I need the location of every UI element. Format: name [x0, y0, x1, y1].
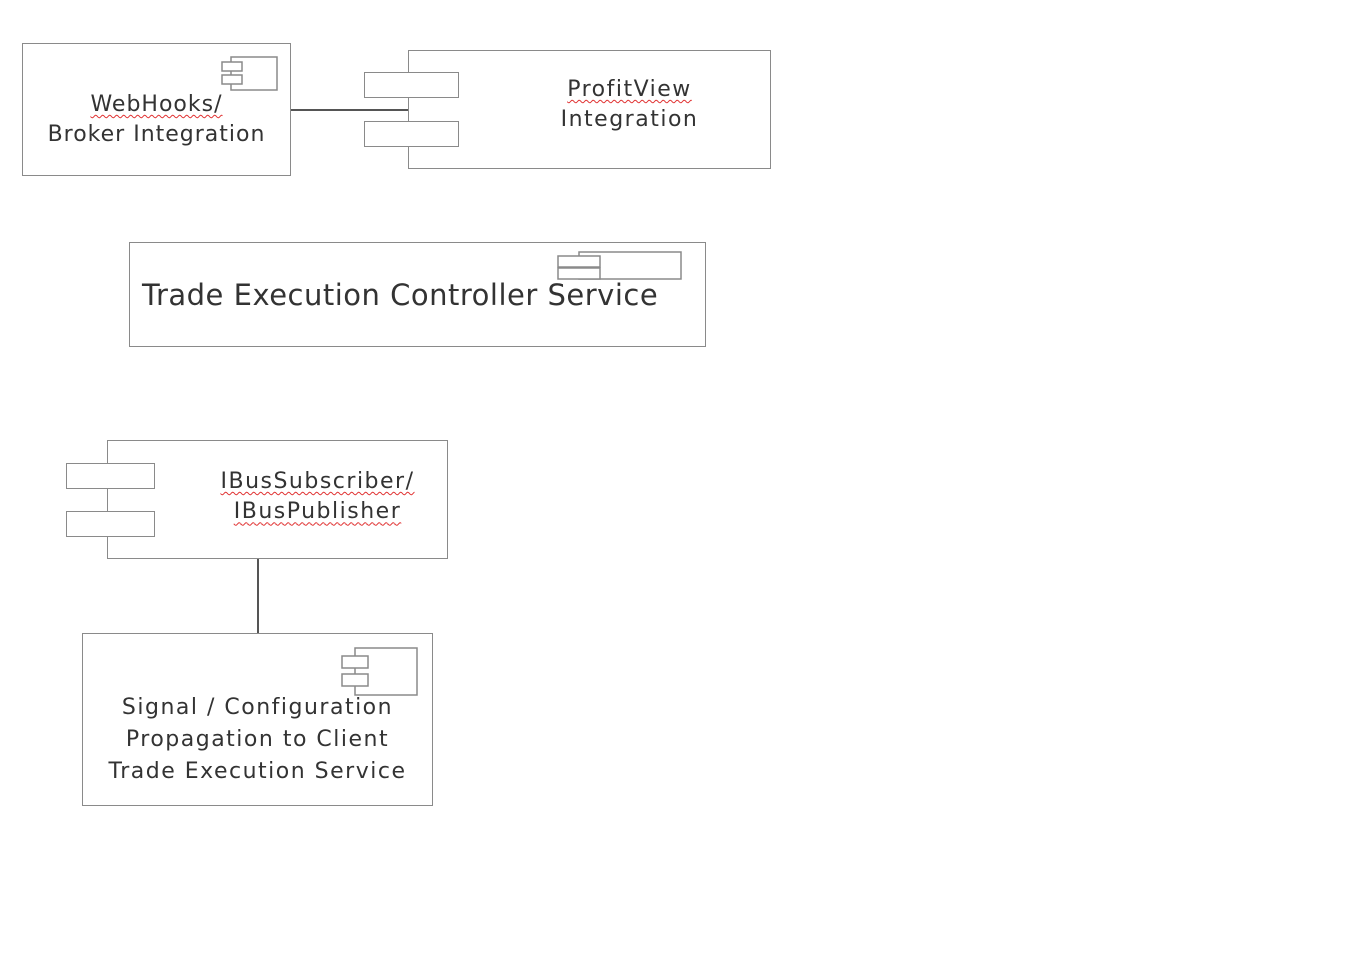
profitview-label-line1: ProfitView — [567, 77, 692, 102]
ibus-port-top — [66, 463, 155, 489]
component-ibus[interactable]: IBusSubscriber/ IBusPublisher — [107, 440, 448, 559]
profitview-port-top — [364, 72, 459, 98]
component-webhooks-broker[interactable]: WebHooks/ Broker Integration — [22, 43, 291, 176]
ibus-label-line1: IBusSubscriber/ — [220, 469, 415, 494]
profitview-label-line2: Integration — [560, 107, 699, 133]
connector-ibus-signal — [257, 558, 259, 634]
trade-controller-label: Trade Execution Controller Service — [142, 278, 659, 312]
component-icon — [341, 647, 418, 696]
connector-webhooks-profitview — [290, 109, 408, 111]
profitview-label: ProfitView Integration — [489, 75, 770, 136]
profitview-port-bottom — [364, 121, 459, 147]
webhooks-label: WebHooks/ Broker Integration — [23, 90, 290, 151]
signal-label-line3: Trade Execution Service — [108, 758, 407, 784]
ibus-label-line2: IBusPublisher — [233, 499, 402, 525]
signal-label-line2: Propagation to Client — [125, 726, 390, 752]
ibus-label: IBusSubscriber/ IBusPublisher — [188, 467, 447, 528]
webhooks-label-line1: WebHooks/ — [90, 92, 223, 117]
webhooks-label-line2: Broker Integration — [47, 122, 266, 148]
signal-label: Signal / Configuration Propagation to Cl… — [83, 692, 432, 788]
component-icon — [221, 56, 278, 91]
signal-label-line1: Signal / Configuration — [121, 695, 394, 720]
component-icon — [557, 251, 682, 280]
component-signal-propagation[interactable]: Signal / Configuration Propagation to Cl… — [82, 633, 433, 806]
component-profitview[interactable]: ProfitView Integration — [408, 50, 771, 169]
ibus-port-bottom — [66, 511, 155, 537]
component-trade-execution-controller[interactable]: Trade Execution Controller Service — [129, 242, 706, 347]
